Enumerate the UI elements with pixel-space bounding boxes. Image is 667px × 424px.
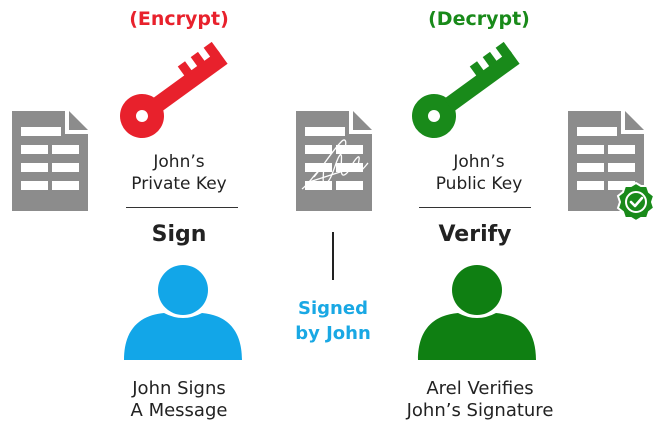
- decrypt-label: (Decrypt): [428, 8, 530, 30]
- left-caption: John Signs A Message: [84, 378, 274, 422]
- verified-document-icon: [568, 111, 656, 223]
- signed-by-label: Signed by John: [268, 296, 398, 346]
- private-key-icon: [120, 41, 228, 138]
- sign-divider: [126, 207, 238, 208]
- connector-line: [332, 232, 334, 280]
- private-key-line2: Private Key: [131, 174, 227, 194]
- left-caption-line1: John Signs: [132, 378, 226, 399]
- check-badge-icon: [616, 181, 656, 223]
- signed-document-icon: [296, 111, 372, 211]
- left-caption-line2: A Message: [130, 400, 228, 421]
- person-icon-arel: [418, 265, 536, 360]
- public-key-line2: Public Key: [435, 174, 523, 194]
- public-key-line1: John’s: [453, 152, 505, 172]
- document-icon: [12, 111, 88, 211]
- signed-by-line2: by John: [295, 323, 371, 344]
- verify-divider: [419, 207, 531, 208]
- person-icon-john: [124, 265, 242, 360]
- signature-scribble: [301, 139, 369, 190]
- sign-label: Sign: [151, 222, 207, 247]
- right-caption-line1: Arel Verifies: [426, 378, 534, 399]
- right-caption-line2: John’s Signature: [406, 400, 554, 421]
- private-key-label: John’s Private Key: [104, 151, 254, 195]
- public-key-icon: [412, 41, 520, 138]
- public-key-label: John’s Public Key: [404, 151, 554, 195]
- verify-label: Verify: [438, 222, 512, 247]
- signed-by-line1: Signed: [298, 298, 368, 319]
- private-key-line1: John’s: [153, 152, 205, 172]
- encrypt-label: (Encrypt): [129, 8, 229, 30]
- right-caption: Arel Verifies John’s Signature: [370, 378, 590, 422]
